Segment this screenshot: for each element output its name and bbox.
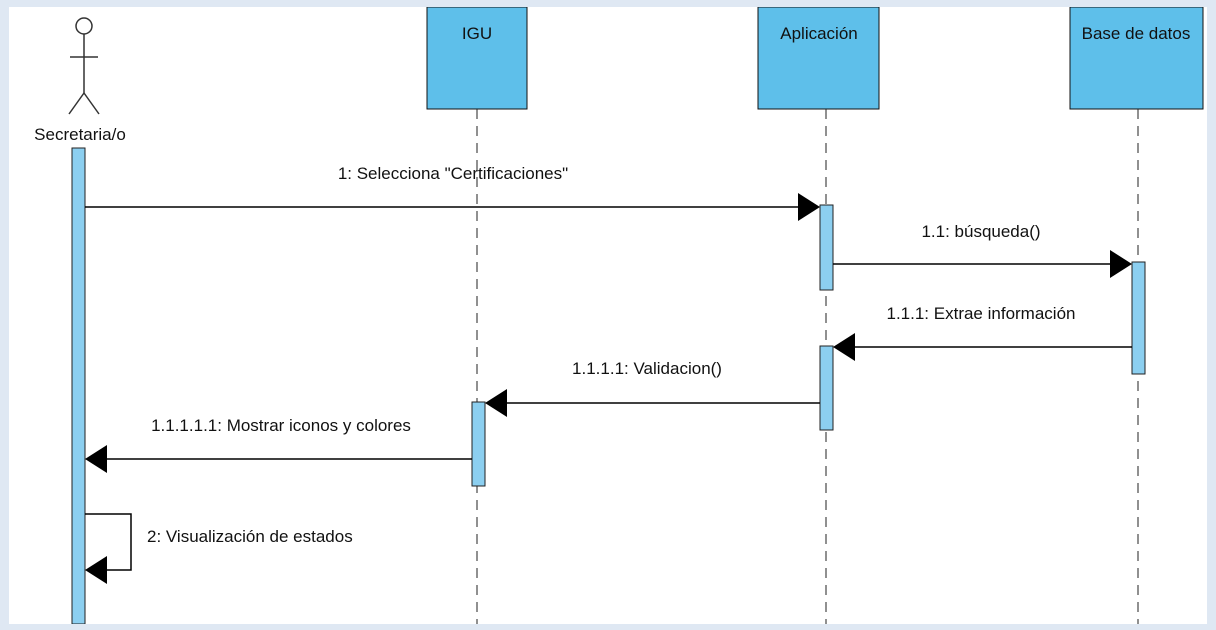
lifeline-box-base-de-datos[interactable] — [1069, 7, 1204, 110]
message-6[interactable]: 2: Visualización de estados — [85, 513, 353, 584]
lifeline-label-base-de-datos: Base de datos — [1082, 24, 1191, 43]
activation-igu — [471, 401, 486, 487]
lifeline-box-aplicacion[interactable] — [757, 7, 880, 110]
message-label-1: 1: Selecciona "Certificaciones" — [338, 164, 568, 183]
arrowhead-icon — [485, 389, 507, 417]
activation-secretaria — [71, 147, 86, 624]
arrowhead-icon — [85, 445, 107, 473]
message-1[interactable]: 1: Selecciona "Certificaciones" — [85, 164, 820, 221]
message-label-6: 2: Visualización de estados — [147, 527, 353, 546]
message-4[interactable]: 1.1.1.1: Validacion() — [485, 359, 820, 417]
sequence-diagram: Secretaria/o IGU Aplicación Base de dato… — [34, 7, 1204, 624]
actor-name: Secretaria/o — [34, 125, 126, 144]
lifeline-label-aplicacion: Aplicación — [780, 24, 858, 43]
message-3[interactable]: 1.1.1: Extrae información — [833, 304, 1132, 361]
message-label-5: 1.1.1.1.1: Mostrar iconos y colores — [151, 416, 411, 435]
message-5[interactable]: 1.1.1.1.1: Mostrar iconos y colores — [85, 416, 472, 473]
lifeline-label-igu: IGU — [462, 24, 492, 43]
actor-figure[interactable] — [68, 17, 100, 115]
arrowhead-icon — [798, 193, 820, 221]
arrowhead-icon — [85, 556, 107, 584]
message-label-2: 1.1: búsqueda() — [921, 222, 1040, 241]
lifeline-box-igu[interactable] — [426, 7, 528, 110]
arrowhead-icon — [833, 333, 855, 361]
message-2[interactable]: 1.1: búsqueda() — [833, 222, 1132, 278]
actor-right-leg — [83, 92, 100, 115]
message-label-4: 1.1.1.1: Validacion() — [572, 359, 722, 378]
activation-base-de-datos — [1131, 261, 1146, 375]
arrowhead-icon — [1110, 250, 1132, 278]
activation-aplicacion-2 — [819, 345, 834, 431]
actor-left-leg — [68, 92, 85, 115]
message-label-3: 1.1.1: Extrae información — [887, 304, 1076, 323]
diagram-canvas: Secretaria/o IGU Aplicación Base de dato… — [9, 7, 1207, 624]
actor-head — [75, 17, 93, 35]
activation-aplicacion-1 — [819, 204, 834, 291]
